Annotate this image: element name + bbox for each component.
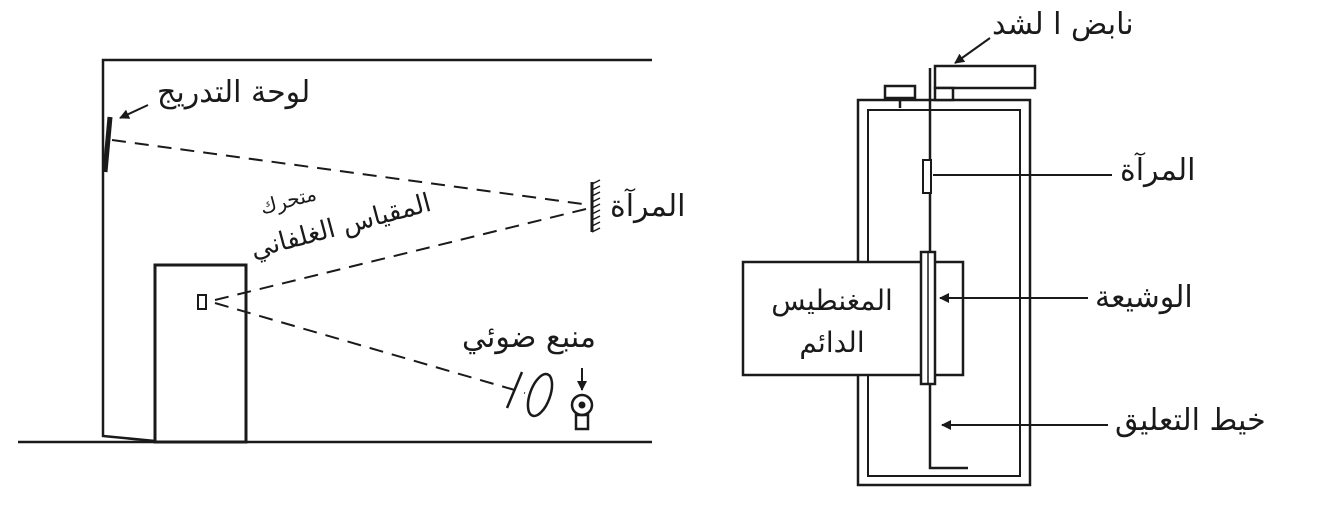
lens-mount	[505, 371, 524, 409]
scale-board	[102, 116, 113, 173]
coil-mirror-label: المرآة	[1120, 153, 1196, 188]
wire-mirror	[922, 159, 932, 194]
top-mount-right	[933, 86, 955, 102]
light-rays	[111, 139, 591, 394]
top-bracket	[933, 64, 1037, 90]
galvanometer-box	[153, 263, 248, 444]
lens	[526, 372, 554, 418]
tension-spring-label: نابض ا لشد	[992, 7, 1134, 42]
lamp-base	[574, 413, 590, 431]
magnet-label-line2: الدائم	[799, 326, 865, 359]
suspension-thread-label: خيط التعليق	[1115, 403, 1266, 438]
light-source-label: منبع ضوئي	[462, 320, 597, 355]
coil-label: الوشيعة	[1095, 280, 1193, 315]
scale-arrow	[119, 104, 149, 119]
left-diagram	[18, 58, 652, 444]
scale-board-label: لوحة التدريج	[157, 75, 311, 110]
lamp-filament	[578, 401, 586, 409]
suspension-wire	[928, 68, 968, 470]
wall-mirror-hatching	[591, 179, 601, 233]
galvanometer-mirror	[197, 294, 207, 310]
top-mount-left	[883, 84, 917, 100]
wall-mirror-label: المرآة	[610, 189, 686, 224]
permanent-magnet-label: المغنطيس الدائم	[748, 280, 916, 364]
room-wall	[101, 58, 652, 443]
spring-arrow	[954, 37, 991, 64]
magnet-label-line1: المغنطيس	[771, 284, 893, 317]
right-diagram	[741, 37, 1112, 487]
